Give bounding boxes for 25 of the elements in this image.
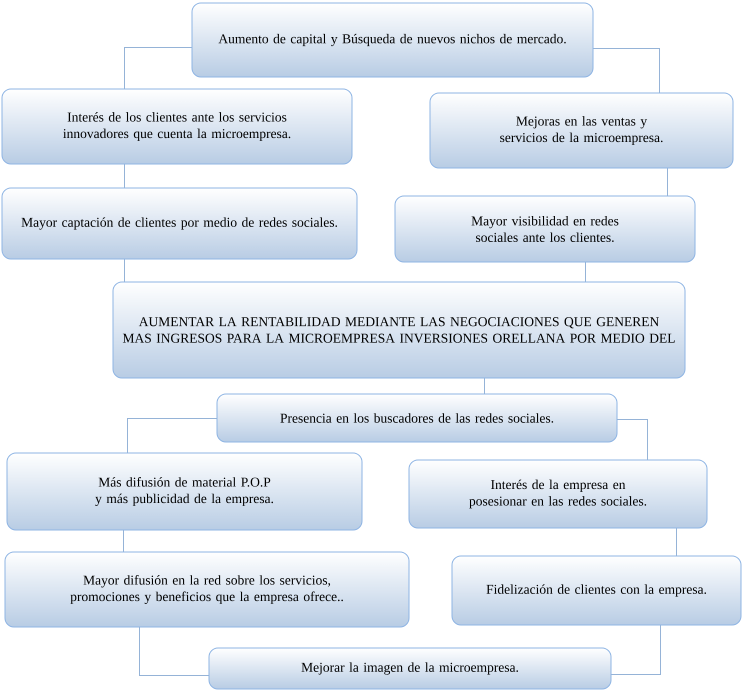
process-box: Presencia en los buscadores de las redes sociales. (216, 394, 618, 442)
connector-line (124, 47, 192, 89)
connector-line (585, 262, 586, 282)
connector-line (127, 418, 217, 453)
process-box: Mayor difusión en la red sobre los servicios, promociones y beneficios que la empresa ofrece.. (4, 552, 410, 628)
process-box: Mejoras en las ventas y servicios de la microempresa. (430, 92, 734, 168)
connector-line (484, 378, 485, 394)
process-box: Mayor visibilidad en redes sociales ante los clientes. (394, 196, 696, 262)
process-box: Más difusión de material P.O.P y más publicidad de la empresa. (6, 452, 362, 530)
connector-line (593, 48, 660, 93)
connector-line (611, 625, 661, 675)
connector-line (676, 528, 677, 556)
process-box: Aumento de capital y Búsqueda de nuevos nichos de mercado. (192, 2, 594, 78)
goal-box: AUMENTAR LA RENTABILIDAD MEDIANTE LAS NEGOCIACIONES QUE GENEREN MAS INGRESOS PARA LA MICROEMPRESA INVERSIONES ORELLANA POR MEDIO DEL (112, 282, 686, 378)
connector-line (124, 259, 125, 282)
connector-line (617, 419, 648, 460)
connector-line (124, 164, 125, 188)
connector-line (139, 627, 209, 676)
connector-line (667, 168, 668, 196)
process-box: Interés de los clientes ante los servicios innovadores que cuenta la microempresa. (2, 88, 352, 164)
process-box: Mayor captación de clientes por medio de redes sociales. (2, 188, 358, 260)
process-box: Fidelización de clientes con la empresa. (452, 556, 742, 626)
connector-line (123, 530, 124, 552)
process-box: Interés de la empresa en posesionar en las redes sociales. (408, 460, 708, 528)
process-box: Mejorar la imagen de la microempresa. (208, 648, 612, 690)
